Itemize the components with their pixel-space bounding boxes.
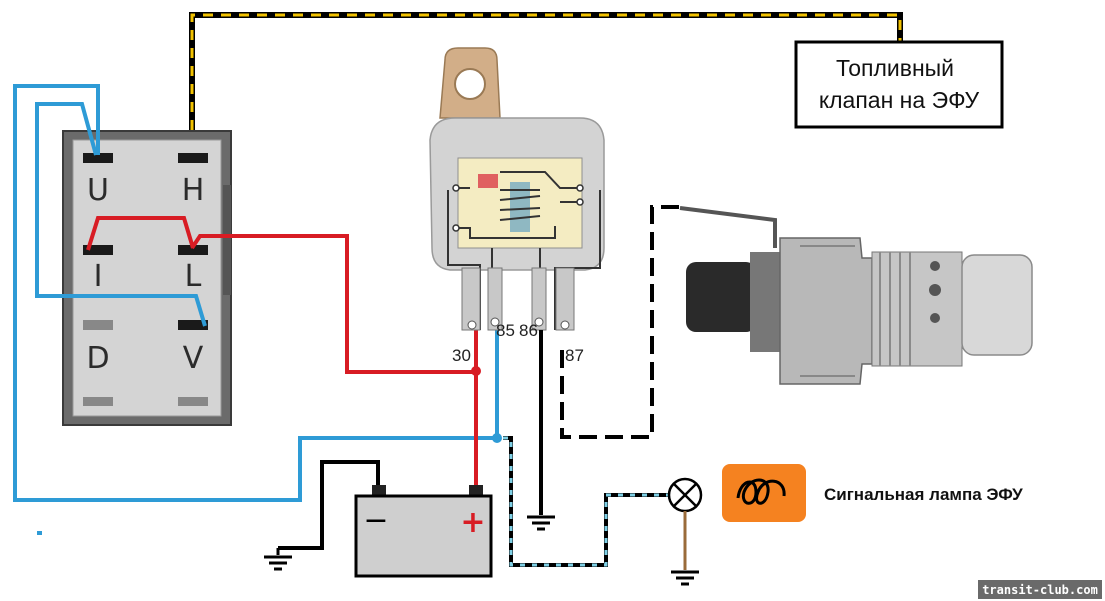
red-junction xyxy=(471,366,481,376)
contact-v xyxy=(178,320,208,330)
battery: − + xyxy=(278,460,493,578)
blue-junction xyxy=(492,433,502,443)
ground-battery xyxy=(264,548,292,571)
svg-text:transit-club.com: transit-club.com xyxy=(982,583,1098,597)
switch-label-h: H xyxy=(182,173,205,208)
contact-u xyxy=(83,153,113,163)
fuel-valve-label-line1: Топливный xyxy=(836,55,954,81)
glow-plug-wire xyxy=(560,205,680,439)
relay-terminal-30: 30 xyxy=(452,346,471,365)
ground-86 xyxy=(527,515,555,531)
switch-block: U H I L D V xyxy=(62,130,232,426)
switch-label-l: L xyxy=(185,259,202,294)
contact-d xyxy=(83,320,113,330)
signal-lamp xyxy=(667,477,703,586)
battery-plus: + xyxy=(460,505,485,540)
watermark: transit-club.com xyxy=(978,580,1102,599)
contact-i xyxy=(83,245,113,255)
blue-wires xyxy=(13,84,499,535)
glow-plug xyxy=(679,206,1033,385)
contact-h xyxy=(178,153,208,163)
relay: 30 85 86 87 xyxy=(429,47,605,365)
battery-minus: − xyxy=(363,503,388,538)
switch-label-d: D xyxy=(86,341,109,376)
signal-lamp-label: Сигнальная лампа ЭФУ xyxy=(824,485,1023,504)
relay-terminal-87: 87 xyxy=(565,346,584,365)
fuel-valve-label-line2: клапан на ЭФУ xyxy=(819,87,980,113)
fuel-valve-wire xyxy=(189,12,903,148)
switch-label-u: U xyxy=(87,173,109,208)
relay-terminal-85: 85 xyxy=(496,321,515,340)
switch-label-i: I xyxy=(94,259,103,294)
switch-label-v: V xyxy=(183,341,204,376)
fuel-valve-box: Топливный клапан на ЭФУ xyxy=(794,40,1004,129)
relay-terminal-86: 86 xyxy=(519,321,538,340)
lamp-wire xyxy=(503,436,668,567)
contact-l xyxy=(178,245,208,255)
glow-lamp-icon xyxy=(722,464,806,522)
red-wires xyxy=(86,216,478,490)
